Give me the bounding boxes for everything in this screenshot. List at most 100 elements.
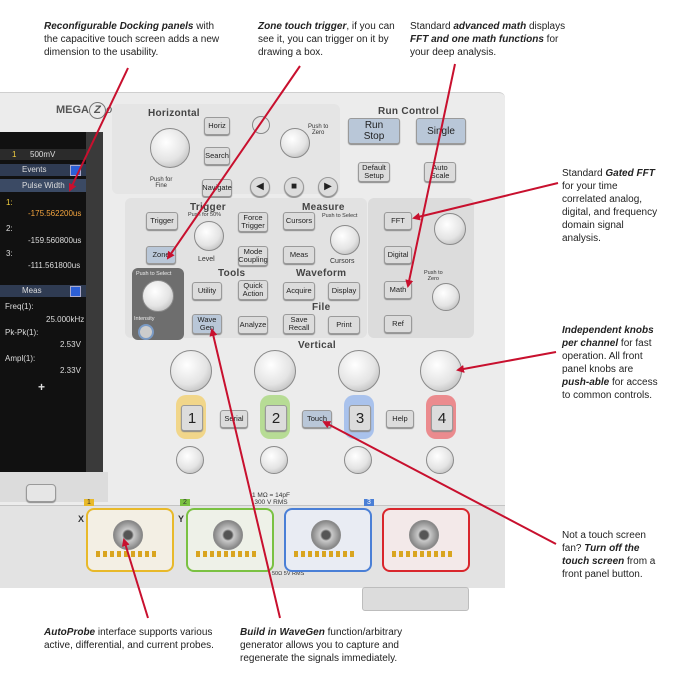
push-to-zero-label: Push to Zero [308,124,329,136]
ch4-button[interactable]: 4 [431,405,453,431]
screen-side-strip [86,132,103,472]
digital-button[interactable]: Digital [384,246,412,264]
ch4-position-knob[interactable] [426,446,454,474]
meas-label: Meas [22,286,42,295]
math-position-knob[interactable] [432,283,460,311]
horizontal-title: Horizontal [148,108,200,119]
ch4-scale-knob[interactable] [420,350,462,392]
ch3-bnc[interactable] [311,520,341,550]
waveform-title: Waveform [296,268,347,279]
brand-text: MEGA [56,104,89,116]
default-setup-button[interactable]: Default Setup [358,162,390,182]
quick-action-label: Quick Action [242,281,264,298]
save-recall-button[interactable]: Save Recall [283,314,315,334]
caption-zone-trigger: Zone touch trigger, if you can see it, y… [258,20,398,59]
events-label: Events [22,165,47,174]
force-trigger-button[interactable]: Force Trigger [238,212,268,232]
touch-screen[interactable]: 1 500mV Events Pulse Width 1: -175.56220… [0,132,103,472]
ref-button[interactable]: Ref [384,315,412,333]
trigger-level-knob[interactable] [194,221,224,251]
pulse-width-label: Pulse Width [22,181,65,190]
trigger-button[interactable]: Trigger [146,212,178,230]
caption-docking-panels: Reconfigurable Docking panels with the c… [44,20,224,59]
help-button[interactable]: Help [386,410,414,428]
nav-forward-button[interactable]: ▶ [318,177,338,197]
cursors-button[interactable]: Cursors [283,212,315,230]
ch1-button[interactable]: 1 [181,405,203,431]
add-measurement-button[interactable]: + [38,380,46,394]
input-x-label: X [78,514,85,524]
run-stop-button[interactable]: Run Stop [348,118,400,144]
screen-channel: 1 [12,150,17,159]
horizontal-position-knob[interactable] [280,128,310,158]
ch3-position-knob[interactable] [344,446,372,474]
search-button[interactable]: Search [204,147,230,165]
caption-text: for your deep analysis. [410,34,559,58]
single-button[interactable]: Single [416,118,466,144]
fft-button[interactable]: FFT [384,212,412,230]
meas-button[interactable]: Meas [283,246,315,264]
quick-action-button[interactable]: Quick Action [238,280,268,300]
zoom-icon[interactable] [252,116,270,134]
meas-value-3: 2.33V [60,366,81,375]
ch2-position-knob[interactable] [260,446,288,474]
caption-touch-off: Not a touch screen fan? Turn off the tou… [562,529,662,581]
touch-button[interactable]: Touch [302,410,332,428]
ch2-button[interactable]: 2 [265,405,287,431]
tools-title: Tools [218,268,246,279]
caption-text: displays [526,21,566,32]
math-button[interactable]: Math [384,281,412,299]
run-control-title: Run Control [378,106,440,117]
ch1-bnc[interactable] [113,520,143,550]
mode-coupling-button[interactable]: Mode Coupling [238,246,268,266]
nav-back-button[interactable]: ◀ [250,177,270,197]
caption-text: for access to common controls. [562,377,658,401]
navigate-button[interactable]: Navigate [202,179,232,197]
ch3-button[interactable]: 3 [349,405,371,431]
ch2-bnc[interactable] [213,520,243,550]
ch3-scale-knob[interactable] [338,350,380,392]
default-setup-label: Default Setup [362,163,386,180]
push-to-select-label: Push to Select [322,213,358,219]
ch2-scale-knob[interactable] [254,350,296,392]
ch1-position-knob[interactable] [176,446,204,474]
analyze-button[interactable]: Analyze [238,316,268,334]
meas-name-1: Freq(1): [5,302,34,311]
event-row-value-2: -159.560800us [28,236,82,245]
intensity-label: Intensity [134,316,155,322]
caption-text: function/arbitrary generator allows you … [240,627,403,664]
auto-scale-button[interactable]: Auto Scale [424,162,456,182]
input-y-label: Y [178,514,185,524]
power-button[interactable] [26,484,56,502]
input-spec-label: 1 MΩ = 14pF 300 V RMS [252,492,290,506]
nav-stop-button[interactable]: ■ [284,177,304,197]
caption-text: , if you can see it, you can trigger on … [258,21,395,58]
horizontal-scale-knob[interactable] [150,128,190,168]
ch1-scale-knob[interactable] [170,350,212,392]
math-scale-knob[interactable] [434,213,466,245]
caption-text: Standard [410,21,454,32]
ch2-input-number: 2 [180,499,190,506]
wave-gen-button[interactable]: Wave Gen [192,314,222,334]
screen-volts: 500mV [30,150,56,159]
meas-icon[interactable] [70,286,81,297]
cursors-knob[interactable] [330,225,360,255]
push-for-fine-label: Push for Fine [150,177,173,189]
acquire-button[interactable]: Acquire [283,282,315,300]
ch2-autoprobe-pins [196,551,256,557]
caption-bold: Turn off the touch screen [562,543,640,567]
events-icon[interactable] [70,165,81,176]
ch1-autoprobe-pins [96,551,156,557]
intensity-button[interactable] [138,324,154,340]
ch4-bnc[interactable] [409,520,439,550]
zone-button[interactable]: Zone [146,246,176,264]
wave-gen-label: Wave Gen [197,315,217,332]
entry-knob[interactable] [142,280,174,312]
vertical-title: Vertical [298,340,336,351]
utility-button[interactable]: Utility [192,282,222,300]
serial-button[interactable]: Serial [220,410,248,428]
display-button[interactable]: Display [328,282,360,300]
event-row-num-1: 1: [6,198,13,207]
print-button[interactable]: Print [328,316,360,334]
horiz-button[interactable]: Horiz [204,117,230,135]
